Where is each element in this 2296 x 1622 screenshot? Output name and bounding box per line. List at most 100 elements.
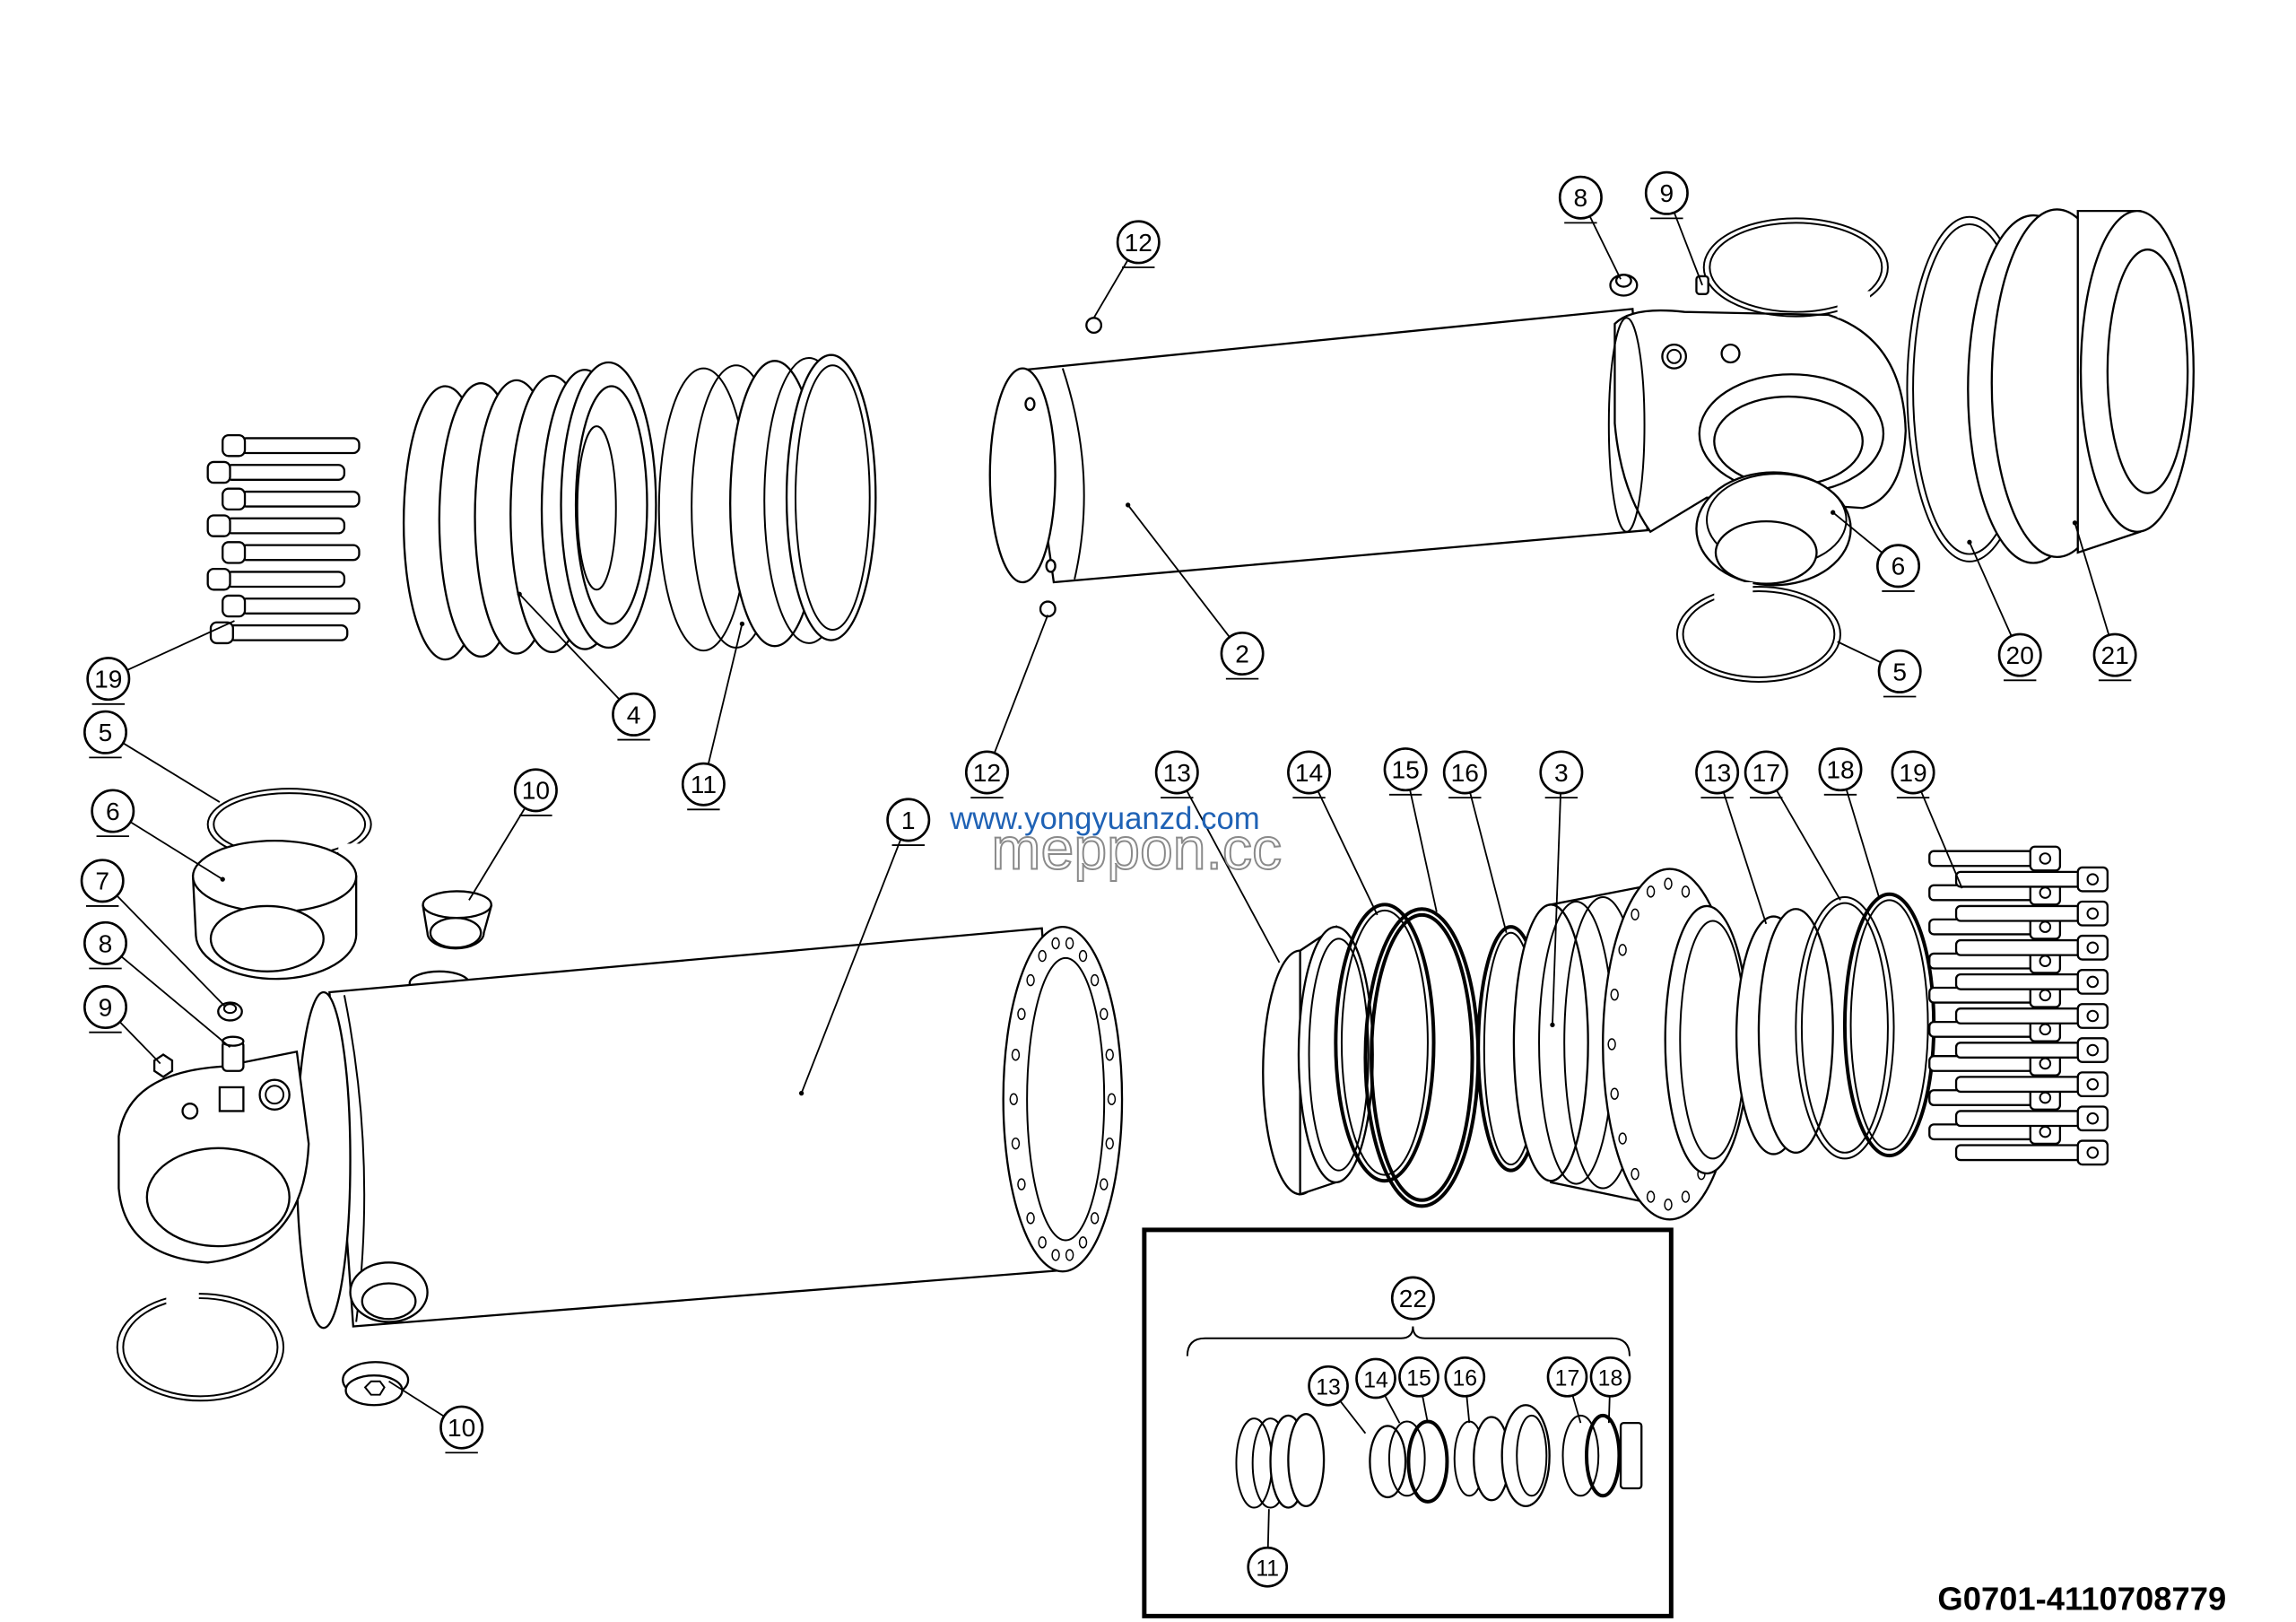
bolt-hole (1631, 908, 1639, 920)
hex-socket-icon (2086, 873, 2100, 885)
piston-bore (574, 385, 648, 625)
snap-ring-gap (1837, 291, 1871, 318)
plug-part-9-upper (1695, 275, 1709, 295)
bolt-hole (1065, 1249, 1074, 1261)
guide-ring-front (785, 353, 877, 641)
callout-circle (513, 768, 558, 813)
leader-line (468, 807, 526, 901)
snap-ring-part-5-upper (1675, 582, 1841, 683)
callout: 18 (1589, 1356, 1631, 1424)
callout-circle (83, 920, 127, 965)
inset-bolts (1619, 1421, 1643, 1490)
callout: 5 (1837, 641, 1922, 698)
rod-tube-hole (1024, 397, 1036, 412)
bolt-shank (239, 437, 361, 455)
callout-number: 17 (1555, 1367, 1580, 1391)
callout-number: 15 (1391, 756, 1419, 784)
callout-circle (1589, 1356, 1631, 1398)
bolt-hole (1646, 885, 1656, 898)
nipple-part-7 (217, 1001, 243, 1022)
bolt-hole (1631, 1167, 1639, 1181)
socket-head-bolt (206, 460, 346, 484)
inset-seal-17 (1561, 1414, 1600, 1497)
clevis-port (258, 1078, 291, 1111)
callout: 10 (468, 768, 558, 901)
nipple-top (222, 1003, 238, 1015)
callout-circle (439, 1405, 484, 1450)
bolt-shank (1954, 1007, 2085, 1025)
inset-seals (1369, 1404, 1643, 1508)
bolt-hole (1100, 1007, 1109, 1021)
seal-part-13-second (1735, 908, 1834, 1155)
callout-circle (1355, 1357, 1396, 1400)
callout-circle (1744, 750, 1788, 795)
callout-number: 12 (1125, 229, 1152, 257)
leader-line (1469, 792, 1508, 933)
callout-circle (1558, 175, 1603, 220)
bolt-shank (239, 490, 361, 508)
leader-line (1673, 212, 1703, 286)
leader-line (1722, 791, 1768, 925)
callout-circle (1398, 1356, 1439, 1398)
hex-socket-icon (2086, 1147, 2100, 1159)
callout-circle (1997, 632, 2042, 677)
callout-circle (1876, 544, 1921, 589)
seal-part-18 (1842, 892, 1936, 1158)
callout-number: 15 (1406, 1367, 1431, 1391)
bolt-hole (1090, 973, 1100, 987)
callout-number: 13 (1703, 759, 1731, 787)
bolt-head (209, 621, 234, 645)
plug-hex (152, 1053, 174, 1078)
bolt-hole (1038, 1236, 1047, 1249)
socket-head-bolt (1954, 1139, 2109, 1166)
callout: 13 (1154, 750, 1281, 964)
callout-number: 1 (901, 807, 916, 834)
leader-line (126, 620, 235, 671)
barrel-flange-holes (1009, 937, 1117, 1261)
seal-part-17 (1795, 896, 1895, 1160)
plug-part-10-upper (422, 890, 493, 950)
socket-head-bolt (1954, 1037, 2109, 1063)
callout: 8 (83, 920, 231, 1048)
plug-part-9-lower (152, 1053, 174, 1078)
nipple-body (217, 1001, 243, 1022)
leader-line (1266, 1509, 1270, 1548)
inset-gland-flange (1500, 1404, 1551, 1508)
bolt-head (2076, 1139, 2109, 1166)
socket-head-bolt (209, 621, 349, 645)
leader-line (1588, 215, 1622, 280)
bolt-hole (1078, 1236, 1088, 1249)
hex-socket-icon (2086, 975, 2100, 989)
rod-tube-end (988, 367, 1057, 584)
seal-inner (1340, 909, 1429, 1176)
bolt-hole (1105, 1137, 1114, 1150)
rod-tube-collar-line (1061, 368, 1085, 580)
callout-circle (1287, 750, 1332, 795)
callout: 8 (1558, 175, 1622, 280)
bolt-head (206, 567, 231, 591)
bolt-head (222, 541, 247, 564)
callout-circle (86, 657, 131, 702)
callout: 18 (1818, 747, 1880, 898)
leader-line (119, 1021, 161, 1065)
callout: 10 (388, 1381, 484, 1454)
spherical-bearing-part-6-lower (191, 839, 358, 981)
bolt-head (222, 594, 247, 618)
snap-ring-upper-top (1702, 217, 1889, 318)
leader-line (1422, 1395, 1429, 1424)
bolt-head (2076, 934, 2109, 961)
piston-part-4 (402, 361, 657, 661)
callout-number: 11 (691, 771, 717, 798)
callout-circle (1383, 747, 1428, 792)
leader-line (122, 742, 221, 803)
fitting-part-8-lower (222, 1035, 245, 1072)
callout-number: 2 (1235, 640, 1249, 667)
snap-ring-lower (116, 1286, 285, 1402)
bolt-hole (1038, 949, 1047, 963)
bolt-hole (1618, 1132, 1627, 1145)
gland-dot (1550, 1022, 1555, 1028)
callout: 16 (1442, 750, 1508, 933)
hex-socket-icon (2086, 1009, 2100, 1023)
